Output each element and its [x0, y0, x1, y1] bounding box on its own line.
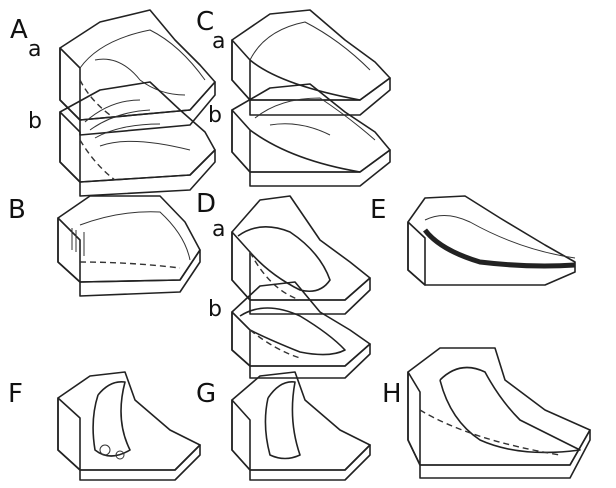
block-D-a: [232, 196, 370, 314]
label-F: F: [8, 379, 23, 409]
block-E: [408, 196, 575, 285]
block-G: [232, 372, 370, 480]
block-A-a: [60, 10, 215, 135]
label-C-b: b: [208, 103, 222, 128]
label-E: E: [370, 195, 386, 225]
label-D-a: a: [212, 217, 225, 242]
block-H: [408, 348, 590, 478]
label-B: B: [8, 195, 26, 225]
label-G: G: [196, 379, 216, 409]
label-D-b: b: [208, 297, 222, 322]
block-F: [58, 372, 200, 480]
label-H: H: [382, 379, 402, 409]
label-A-b: b: [28, 109, 42, 134]
label-C-a: a: [212, 29, 225, 54]
block-A-b: [60, 82, 215, 196]
label-A-a: a: [28, 37, 41, 62]
label-A: A: [10, 15, 28, 45]
block-C-a: [232, 10, 390, 115]
label-D: D: [196, 189, 216, 219]
block-B: [58, 196, 200, 296]
